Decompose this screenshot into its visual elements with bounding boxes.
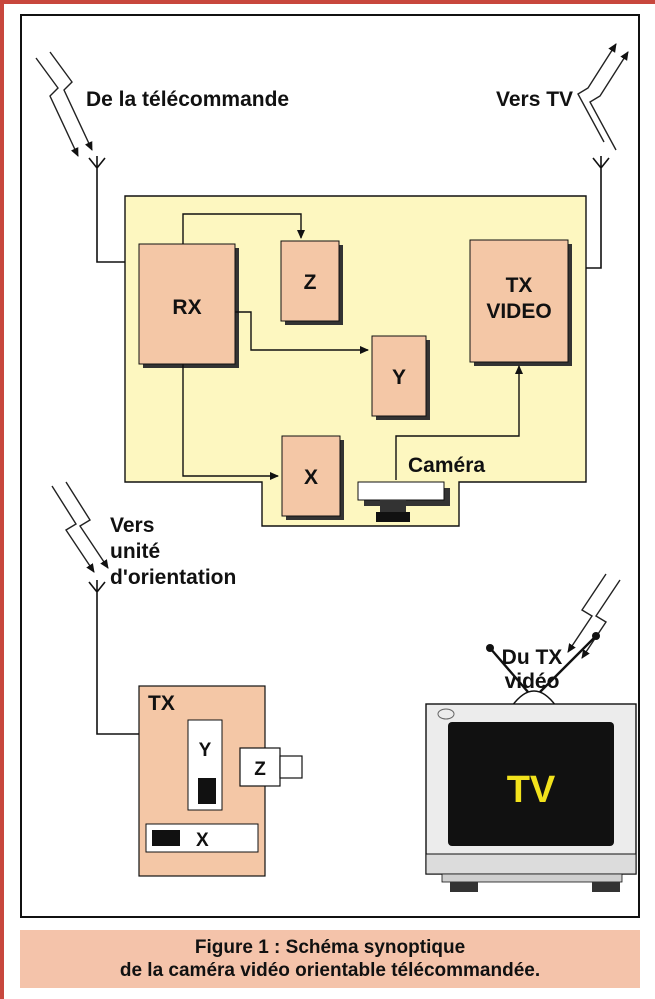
tx-x-label: X — [196, 830, 209, 851]
figure-caption: Figure 1 : Schéma synoptique de la camér… — [20, 930, 640, 988]
antenna-tx — [88, 580, 139, 735]
wire-rx-y — [235, 311, 369, 354]
label-to-orient-2: unité — [110, 540, 160, 563]
caption-line-2: de la caméra vidéo orientable télécomman… — [119, 960, 541, 981]
tv-screen-label: TV — [507, 769, 556, 811]
frame-top-border — [0, 0, 655, 4]
signal-incoming-tv — [567, 573, 621, 659]
wire-rx-z — [182, 213, 305, 244]
tv-antenna — [486, 632, 600, 707]
tx-x-slider-knob — [152, 830, 180, 846]
camera-icon — [357, 481, 450, 522]
tx-y-slider-knob — [198, 778, 216, 804]
signal-outgoing-orientation — [51, 481, 109, 573]
block-tx-video-label-1: TX — [506, 274, 533, 297]
label-from-tx-1: Du TX — [502, 646, 563, 669]
label-from-tx-2: vidéo — [505, 670, 560, 693]
diagram-svg: De la télécommande Vers TV — [35, 43, 637, 892]
caption-line-1: Figure 1 : Schéma synoptique — [194, 937, 466, 958]
block-x — [281, 435, 341, 517]
tx-y-label: Y — [199, 740, 212, 761]
tx-remote-label: TX — [148, 692, 175, 715]
block-rx — [138, 243, 236, 365]
signal-incoming-remote — [35, 51, 93, 157]
wire-camera-tx — [395, 365, 523, 480]
frame-left-border — [0, 0, 4, 999]
wire-rx-x — [182, 364, 279, 480]
block-tx-video — [469, 239, 569, 363]
tx-z-joystick — [239, 747, 303, 787]
label-to-orient-1: Vers — [110, 514, 154, 537]
block-x-label: X — [304, 466, 318, 489]
block-z-label: Z — [304, 271, 317, 294]
diagram: De la télécommande Vers TV — [20, 14, 640, 918]
label-camera: Caméra — [408, 454, 485, 477]
block-y-label: Y — [392, 366, 406, 389]
signal-outgoing-tv — [577, 43, 629, 151]
block-y — [371, 335, 427, 417]
label-to-orient-3: d'orientation — [110, 566, 236, 589]
label-from-remote: De la télécommande — [86, 88, 289, 111]
label-to-tv: Vers TV — [496, 88, 573, 111]
block-rx-label: RX — [172, 296, 201, 319]
block-tx-video-label-2: VIDEO — [486, 300, 551, 323]
tx-z-label: Z — [254, 759, 266, 780]
tv-set — [425, 703, 637, 892]
block-z — [280, 240, 340, 322]
